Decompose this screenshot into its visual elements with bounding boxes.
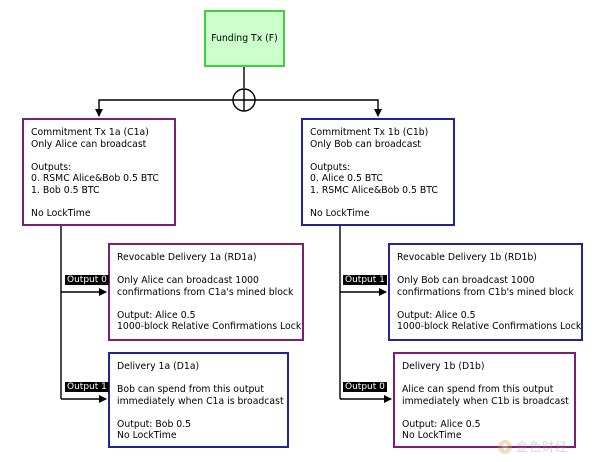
d1a-line: Output: Bob 0.5: [117, 418, 192, 430]
d1b-title: Delivery 1b (D1b): [402, 361, 485, 372]
delivery-d1b-box: Delivery 1b (D1b) Alice can spend from t…: [393, 352, 576, 448]
rd1b-line: [397, 264, 581, 276]
output-label-c1b-d1b: Output 0: [343, 382, 387, 392]
d1b-line: Output: Alice 0.5: [402, 418, 481, 430]
rd1a-line: Only Alice can broadcast 1000: [117, 275, 259, 286]
rd1a-title: Revocable Delivery 1a (RD1a): [117, 252, 257, 263]
c1b-line: No LockTime: [310, 207, 370, 219]
rd1a-line: 1000-block Relative Confirmations Lock: [117, 321, 302, 332]
d1a-line: [117, 407, 287, 419]
xor-to-c1a-arrow: [95, 99, 233, 117]
d1b-line: Alice can spend from this output: [402, 384, 554, 395]
d1b-line: [402, 373, 574, 385]
revocable-delivery-rd1b-box: Revocable Delivery 1b (RD1b) Only Bob ca…: [388, 243, 583, 341]
commitment-c1a-box: Commitment Tx 1a (C1a) Only Alice can br…: [22, 118, 176, 226]
d1a-line: [117, 373, 287, 385]
rd1b-line: Output: Alice 0.5: [397, 309, 476, 321]
c1b-line: [310, 150, 453, 162]
rd1b-line: Only Bob can broadcast 1000: [397, 275, 535, 286]
funding-tx-box: Funding Tx (F): [204, 10, 285, 67]
c1a-line: 0. RSMC Alice&Bob 0.5 BTC: [31, 173, 159, 184]
output-label-c1a-rd1a: Output 0: [65, 275, 109, 285]
output-label-c1b-rd1b: Output 1: [343, 275, 387, 285]
c1a-title: Commitment Tx 1a (C1a): [31, 127, 149, 138]
c1b-line: 1. RSMC Alice&Bob 0.5 BTC: [310, 184, 438, 196]
d1b-line: immediately when C1b is broadcast: [402, 395, 569, 407]
c1b-line: [310, 196, 453, 208]
watermark: ◆ 金色财经: [498, 438, 568, 455]
d1a-title: Delivery 1a (D1a): [117, 361, 200, 372]
rd1b-line: 1000-block Relative Confirmations Lock: [397, 321, 582, 332]
xor-node-icon: [232, 88, 256, 112]
c1b-line: Only Bob can broadcast: [310, 138, 421, 150]
d1b-line: No LockTime: [402, 430, 462, 441]
d1b-line: [402, 407, 574, 419]
rd1b-title: Revocable Delivery 1b (RD1b): [397, 252, 537, 263]
c1b-title: Commitment Tx 1b (C1b): [310, 127, 429, 138]
c1a-line: [31, 150, 174, 162]
c1b-line: Outputs:: [310, 161, 351, 173]
xor-to-c1b-arrow: [255, 99, 382, 117]
c1a-line: Outputs:: [31, 161, 72, 173]
d1a-line: immediately when C1a is broadcast: [117, 395, 284, 407]
rd1a-line: [117, 298, 302, 310]
c1a-line: Only Alice can broadcast: [31, 138, 147, 150]
commitment-c1b-box: Commitment Tx 1b (C1b) Only Bob can broa…: [301, 118, 455, 226]
c1a-line: [31, 196, 174, 208]
c1a-line: 1. Bob 0.5 BTC: [31, 184, 100, 196]
revocable-delivery-rd1a-box: Revocable Delivery 1a (RD1a) Only Alice …: [108, 243, 304, 341]
rd1b-line: [397, 298, 581, 310]
watermark-text: 金色财经: [516, 440, 569, 454]
c1a-line: No LockTime: [31, 207, 91, 219]
output-label-c1a-d1a: Output 1: [65, 382, 109, 392]
c1b-line: 0. Alice 0.5 BTC: [310, 173, 383, 184]
rd1b-line: confirmations from C1b's mined block: [397, 286, 574, 298]
rd1a-line: Output: Alice 0.5: [117, 309, 196, 321]
d1a-line: Bob can spend from this output: [117, 384, 264, 395]
d1a-line: No LockTime: [117, 430, 177, 441]
funding-tx-label: Funding Tx (F): [211, 33, 278, 44]
rd1a-line: [117, 264, 302, 276]
delivery-d1a-box: Delivery 1a (D1a) Bob can spend from thi…: [108, 352, 289, 448]
watermark-logo-icon: ◆: [498, 439, 512, 454]
rd1a-line: confirmations from C1a's mined block: [117, 286, 294, 298]
